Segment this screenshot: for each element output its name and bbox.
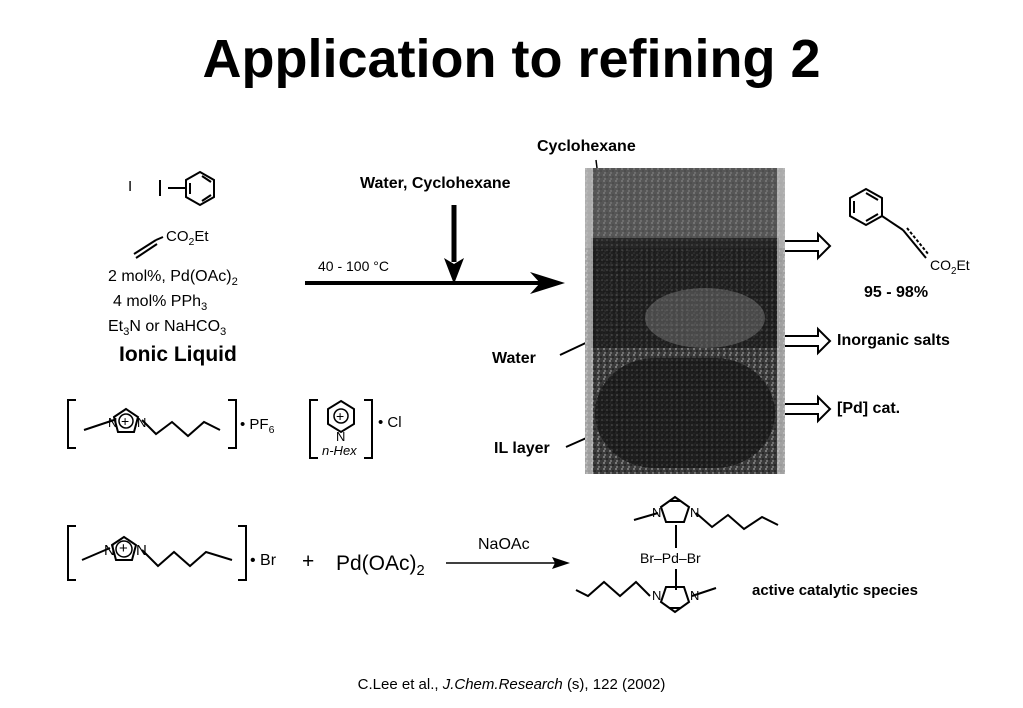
plus-charge-label: +: [121, 413, 130, 429]
n-atom-label: N: [136, 542, 147, 559]
il1-anion-value: PF6: [249, 416, 275, 436]
solvent-label: Ionic Liquid: [119, 343, 237, 366]
iodobenzene-structure: [159, 170, 215, 207]
iodine-label: I: [128, 178, 133, 195]
vial-graphic: [585, 168, 785, 474]
inorganic-salts-label: Inorganic salts: [837, 332, 950, 349]
il2-anion: • Cl: [378, 414, 402, 431]
n-atom-label: N: [652, 588, 662, 603]
bottom-anion: • Br: [250, 552, 277, 569]
condition-ligand: 4 mol% PPh3: [113, 293, 208, 314]
il2-substituent: n-Hex: [322, 443, 357, 458]
n-atom-label: N: [137, 415, 147, 430]
vial-photo: [585, 168, 785, 474]
water-label: Water: [492, 350, 536, 367]
il2-anion-value: Cl: [387, 414, 402, 431]
hexylpyridinium-chloride-structure: [309, 399, 373, 459]
condition-catalyst: 2 mol%, Pd(OAc)2: [108, 268, 238, 289]
plus-charge-label: +: [336, 408, 345, 424]
condition-base: Et3N or NaHCO3: [108, 318, 227, 339]
page-title: Application to refining 2: [202, 29, 821, 89]
citation-journal: J.Chem.Research: [442, 676, 563, 693]
naoac-label: NaOAc: [478, 536, 530, 553]
cyclohexane-label: Cyclohexane: [537, 138, 636, 155]
reactant-substituent: CO2Et: [166, 228, 209, 248]
temperature-label: 40 - 100 °C: [318, 258, 389, 274]
bottom-anion-value: Br: [260, 552, 277, 569]
citation-details: (s), 122 (2002): [566, 676, 666, 693]
bmim-br-structure: [67, 525, 247, 581]
citation: C.Lee et al., J.Chem.Research (s), 122 (…: [0, 676, 1023, 693]
bmim-pf6-structure: [67, 399, 237, 449]
citation-authors: C.Lee et al.,: [357, 676, 439, 693]
pd-catalyst-label: [Pd] cat.: [837, 400, 901, 417]
il1-anion: • PF6: [240, 416, 275, 436]
plus-sign: +: [302, 550, 315, 573]
n-atom-label: N: [652, 505, 662, 520]
yield-label: 95 - 98%: [864, 284, 929, 301]
il-layer-label: IL layer: [494, 440, 550, 457]
n-atom-label: N: [104, 542, 115, 559]
product-substituent: CO2Et: [930, 257, 970, 277]
pd-carbene-complex-structure: [575, 495, 779, 614]
n-atom-label: N: [108, 415, 118, 430]
active-species-caption: active catalytic species: [752, 582, 918, 599]
acrylate-structure: [133, 236, 164, 259]
ethyl-cinnamate-structure: [849, 187, 930, 259]
pd-acetate-label: Pd(OAc)2: [336, 552, 425, 580]
n-atom-label: N: [690, 505, 700, 520]
n-atom-label: N: [690, 588, 700, 603]
plus-charge-label: +: [119, 540, 128, 557]
added-solvents-label: Water, Cyclohexane: [360, 175, 511, 192]
pd-center-label: Br–Pd–Br: [640, 550, 701, 566]
n-atom-label: N: [336, 429, 346, 444]
